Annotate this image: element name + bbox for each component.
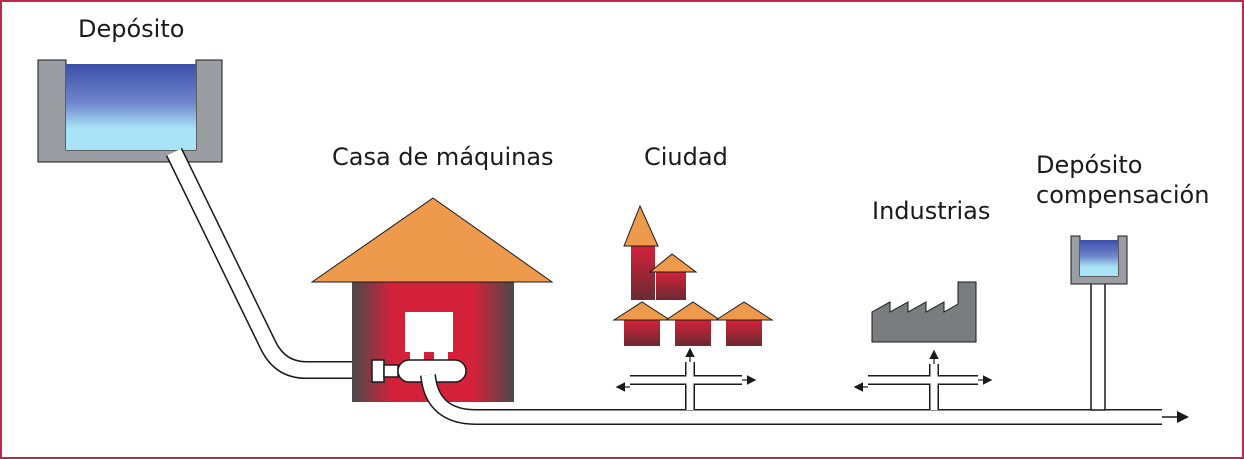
deposito-tank [37,59,223,163]
deposito-water [66,64,196,150]
label-deposito-compensacion-line2: compensación [1036,181,1210,209]
casa-roof [310,197,554,283]
compensacion-pipe [1090,281,1106,411]
ciudad-branch [615,347,757,410]
label-deposito-compensacion: Depósito compensación [1036,150,1209,210]
ciudad-buildings [612,204,774,346]
label-casa-de-maquinas: Casa de máquinas [332,143,554,171]
label-industrias: Industrias [872,197,991,225]
factory [871,281,977,343]
label-ciudad: Ciudad [644,143,728,171]
industrias-branch [853,349,993,410]
label-deposito: Depósito [78,15,185,43]
turbine-valve [371,359,467,383]
compensacion-water [1080,240,1118,276]
label-deposito-compensacion-line1: Depósito [1036,151,1143,179]
casa-window [405,312,453,352]
deposito-compensacion-tank [1070,235,1128,285]
